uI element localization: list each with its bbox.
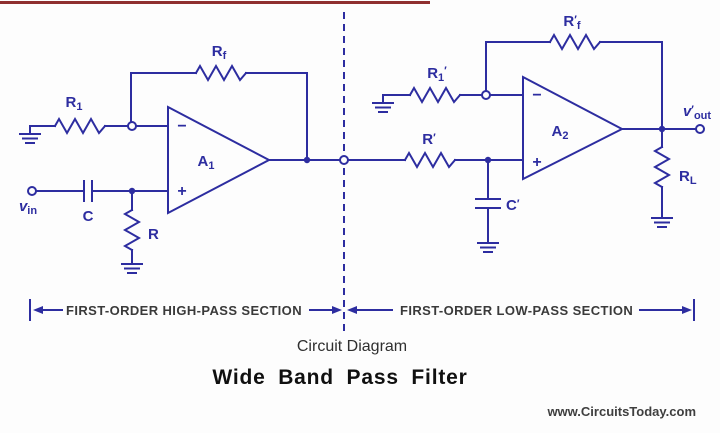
c-label: C bbox=[83, 208, 94, 225]
resistor-r-prime bbox=[403, 150, 457, 170]
rf-prime-label: R′f bbox=[563, 13, 580, 32]
resistor-rl bbox=[652, 145, 672, 189]
ground-symbol-r1 bbox=[19, 125, 41, 144]
resistor-r1-prime bbox=[408, 85, 462, 105]
high-pass-section: − + R1 Rf A1 vin C R FIRST-ORDER HIGH-PA… bbox=[19, 43, 349, 321]
mid-node-circle bbox=[339, 155, 349, 165]
junction-node bbox=[128, 187, 136, 195]
watermark-text: www.CircuitsToday.com bbox=[547, 404, 696, 419]
ground-symbol-r1-prime bbox=[372, 94, 394, 113]
junction-node bbox=[658, 125, 666, 133]
capacitor-c bbox=[83, 180, 93, 202]
a2-label: A2 bbox=[552, 123, 569, 142]
page-title: Wide Band Pass Filter bbox=[212, 366, 468, 389]
diagram-caption: Circuit Diagram bbox=[296, 338, 408, 355]
a1-label: A1 bbox=[198, 153, 215, 172]
low-pass-caption: FIRST-ORDER LOW-PASS SECTION bbox=[400, 303, 633, 318]
resistor-rf-prime bbox=[548, 32, 602, 52]
vout-terminal bbox=[695, 124, 705, 134]
ground-symbol-r bbox=[121, 249, 143, 274]
a2-minus-sign: − bbox=[532, 87, 541, 104]
low-pass-section: − + R1′ R′f A2 R′ C′ RL v′out FIRST-O bbox=[347, 13, 711, 321]
dimension-arrow bbox=[332, 306, 342, 314]
vout-label: v′out bbox=[683, 103, 711, 122]
resistor-r1 bbox=[53, 116, 107, 136]
dimension-arrow bbox=[33, 306, 43, 314]
dimension-line bbox=[29, 299, 335, 321]
a1-plus-sign: + bbox=[177, 183, 186, 200]
opamp-a2 bbox=[522, 75, 625, 181]
capacitor-c-prime bbox=[475, 198, 501, 209]
resistor-rf bbox=[194, 63, 248, 83]
r-label: R bbox=[148, 226, 159, 243]
dimension-line bbox=[354, 299, 695, 321]
a1-minus-sign: − bbox=[177, 118, 186, 135]
inverting-input-node bbox=[127, 121, 137, 131]
top-border-line bbox=[0, 1, 430, 4]
ground-symbol-c-prime bbox=[477, 207, 499, 253]
r-prime-label: R′ bbox=[422, 131, 436, 148]
wire-feedback-riser bbox=[130, 72, 197, 123]
wire-feedback-drop bbox=[599, 41, 663, 130]
dimension-arrow bbox=[682, 306, 692, 314]
ground-symbol-rl bbox=[651, 186, 673, 228]
wire-feedback-drop bbox=[245, 72, 308, 161]
vin-terminal bbox=[27, 186, 37, 196]
rl-label: RL bbox=[679, 168, 697, 187]
vin-label: vin bbox=[19, 198, 37, 217]
wire-feedback-riser bbox=[485, 41, 551, 92]
junction-node bbox=[484, 156, 492, 164]
a2-plus-sign: + bbox=[532, 154, 541, 171]
r1-label: R1 bbox=[66, 94, 83, 113]
resistor-r bbox=[122, 208, 142, 252]
inverting-input-node bbox=[481, 90, 491, 100]
dimension-arrow bbox=[347, 306, 357, 314]
high-pass-caption: FIRST-ORDER HIGH-PASS SECTION bbox=[66, 303, 302, 318]
r1-prime-label: R1′ bbox=[427, 65, 447, 84]
c-prime-label: C′ bbox=[506, 197, 520, 214]
junction-node bbox=[303, 156, 311, 164]
opamp-a1 bbox=[167, 105, 272, 215]
rf-label: Rf bbox=[212, 43, 227, 62]
